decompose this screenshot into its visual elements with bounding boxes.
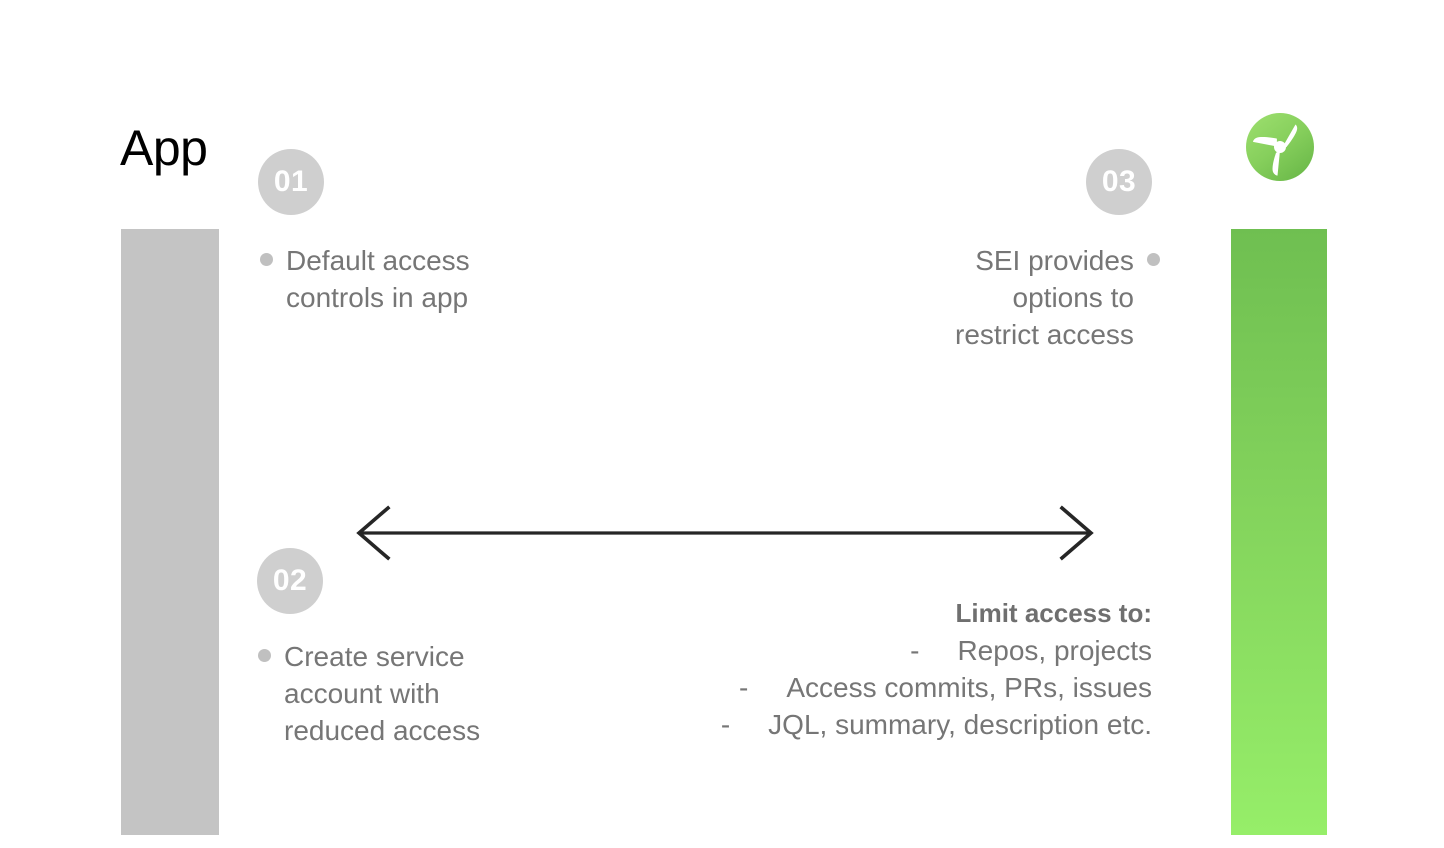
right-green-gradient-bar	[1231, 229, 1327, 835]
list-dash: -	[720, 709, 731, 740]
list-dash: -	[739, 672, 749, 703]
step-text-03: SEI provides options to restrict access	[955, 245, 1134, 350]
bullet-dot-icon	[260, 253, 273, 266]
limit-access-row: - Repos, projects	[620, 632, 1152, 669]
left-gray-bar	[121, 229, 219, 835]
step-text-block-01: Default access controls in app	[260, 242, 470, 316]
bullet-dot-icon	[258, 649, 271, 662]
propeller-logo-icon	[1245, 112, 1315, 182]
step-badge-03: 03	[1086, 149, 1152, 215]
limit-access-item: Repos, projects	[957, 635, 1152, 666]
limit-access-row: - Access commits, PRs, issues	[620, 669, 1152, 706]
limit-access-heading: Limit access to:	[955, 598, 1152, 628]
step-text-01: Default access controls in app	[286, 245, 470, 313]
limit-access-list: Limit access to: - Repos, projects - Acc…	[620, 595, 1152, 743]
bullet-dot-icon	[1146, 253, 1160, 266]
limit-access-item: JQL, summary, description etc.	[768, 709, 1152, 740]
step-text-block-02: Create service account with reduced acce…	[258, 638, 480, 749]
double-headed-arrow-icon	[352, 505, 1098, 561]
limit-access-item: Access commits, PRs, issues	[786, 672, 1152, 703]
limit-access-row: - JQL, summary, description etc.	[620, 706, 1152, 743]
step-badge-02: 02	[257, 548, 323, 614]
step-text-block-03: SEI provides options to restrict access	[955, 242, 1160, 353]
step-badge-01: 01	[258, 149, 324, 215]
step-text-02: Create service account with reduced acce…	[284, 641, 481, 746]
list-dash: -	[910, 635, 920, 666]
page-title: App	[120, 120, 208, 176]
